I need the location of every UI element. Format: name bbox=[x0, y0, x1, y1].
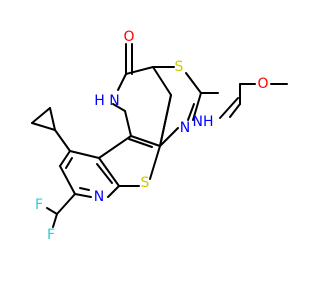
bond bbox=[96, 163, 113, 184]
bond bbox=[56, 193, 76, 215]
molecule-structure: O S NH O N H N S N F F bbox=[31, 29, 288, 243]
fluorine-top-label: F bbox=[35, 197, 43, 213]
bond bbox=[79, 187, 90, 191]
bond bbox=[52, 213, 58, 228]
bond bbox=[124, 110, 132, 137]
thiazole-sulfur-label: S bbox=[175, 59, 184, 75]
bond bbox=[98, 135, 132, 159]
carbonyl-oxygen-label: O bbox=[123, 29, 134, 45]
bond bbox=[69, 150, 100, 159]
bond bbox=[98, 157, 120, 187]
bond bbox=[130, 135, 161, 147]
bond bbox=[107, 185, 120, 198]
bond bbox=[59, 165, 76, 195]
fluorine-bottom-label: F bbox=[47, 227, 55, 243]
bond bbox=[117, 73, 127, 91]
pyridine-nitrogen-label: N bbox=[94, 189, 104, 205]
methoxy-oxygen-label: O bbox=[257, 76, 268, 92]
bond bbox=[185, 72, 202, 94]
thiazole-nitrogen-label: N bbox=[180, 120, 190, 136]
bond bbox=[31, 122, 56, 131]
bond bbox=[54, 129, 71, 152]
atom-labels: O S NH O N H N S N F F bbox=[35, 29, 269, 243]
bond bbox=[49, 107, 56, 131]
bond bbox=[128, 138, 153, 148]
molecule-canvas: O S NH O N H N S N F F bbox=[31, 29, 288, 243]
bond bbox=[125, 66, 154, 75]
bond bbox=[159, 127, 179, 147]
bond bbox=[74, 193, 92, 198]
bond bbox=[112, 103, 126, 112]
bonds bbox=[31, 43, 288, 228]
bond bbox=[159, 94, 172, 147]
bond bbox=[59, 150, 71, 167]
bond bbox=[219, 97, 239, 119]
bond bbox=[65, 157, 73, 169]
bond bbox=[31, 107, 51, 124]
bond bbox=[187, 103, 195, 121]
amine-label: NH bbox=[193, 114, 214, 130]
lactam-nh-label: H N bbox=[94, 93, 119, 109]
thiophene-sulfur-label: S bbox=[141, 175, 150, 191]
bond bbox=[149, 145, 161, 180]
bond bbox=[192, 92, 202, 121]
bond bbox=[152, 66, 172, 96]
bond bbox=[46, 207, 58, 215]
bond bbox=[229, 103, 241, 118]
